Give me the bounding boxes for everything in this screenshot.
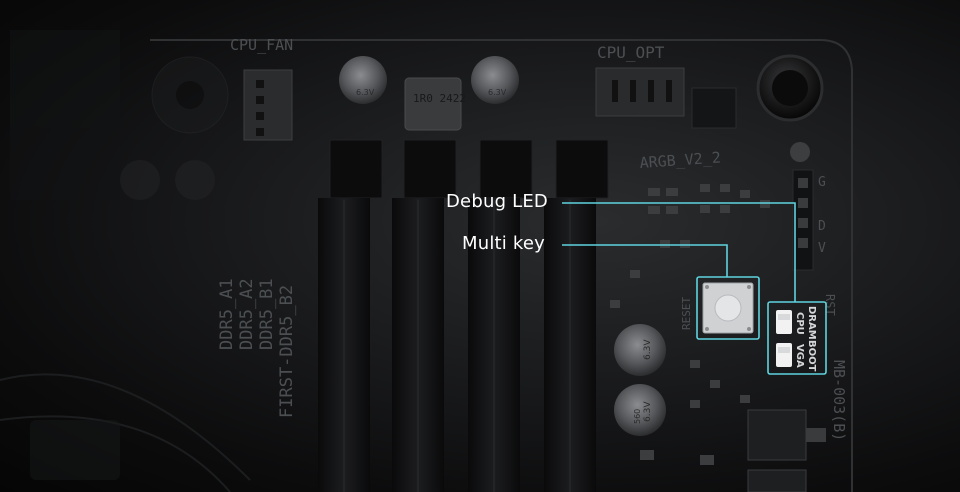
inductor-code: 1R0 2422 bbox=[413, 92, 466, 105]
cpu-opt-header: CPU_OPT bbox=[595, 43, 737, 129]
svg-text:RST: RST bbox=[823, 294, 837, 316]
svg-text:6.3V: 6.3V bbox=[643, 339, 653, 360]
dimm-b2-label: FIRST-DDR5_B2 bbox=[277, 285, 297, 418]
mounting-hole bbox=[756, 54, 824, 122]
dimm-latches bbox=[329, 139, 609, 199]
led-boot-label: BOOT bbox=[806, 340, 817, 372]
svg-text:6.3V: 6.3V bbox=[643, 401, 653, 422]
svg-text:V: V bbox=[818, 241, 826, 256]
pcb-edge bbox=[0, 39, 853, 492]
dimm-a2-label: DDR5_A2 bbox=[237, 278, 257, 350]
bottom-capacitors: 6.3V 6.3V 560 bbox=[614, 324, 666, 436]
right-pin-header: G D V RST bbox=[790, 142, 837, 316]
svg-text:6.3V: 6.3V bbox=[488, 88, 507, 97]
inductor: 1R0 2422 bbox=[404, 77, 466, 131]
led-vga-label: VGA bbox=[794, 344, 805, 368]
argb-label: ARGB_V2_2 bbox=[639, 148, 721, 172]
led-dram-label: DRAM bbox=[806, 306, 817, 340]
dimm-slots bbox=[318, 198, 596, 492]
debug-leds: CPU DRAM VGA BOOT bbox=[776, 306, 817, 372]
debug-led-highlight-box bbox=[767, 301, 827, 375]
cpu-opt-label: CPU_OPT bbox=[597, 43, 665, 62]
dimm-a1-label: DDR5_A1 bbox=[217, 278, 237, 350]
svg-text:6.3V: 6.3V bbox=[356, 88, 375, 97]
multi-key-leader-line bbox=[562, 244, 728, 277]
dimm-b1-label: DDR5_B1 bbox=[257, 278, 277, 350]
multi-key-button bbox=[702, 282, 754, 334]
led-cpu-label: CPU bbox=[794, 312, 805, 335]
debug-led-leader-line bbox=[562, 202, 796, 302]
reset-label: RESET bbox=[680, 297, 693, 330]
model-code: MB-003(B) bbox=[830, 360, 848, 441]
cpu-fan-header: CPU_FAN bbox=[230, 36, 293, 141]
multi-key-callout-label: Multi key bbox=[462, 233, 546, 254]
debug-led-callout-label: Debug LED bbox=[446, 191, 548, 212]
dimm-labels: DDR5_A1 DDR5_A2 DDR5_B1 FIRST-DDR5_B2 bbox=[217, 278, 297, 418]
left-components bbox=[10, 30, 229, 480]
callout-graphics bbox=[562, 202, 827, 375]
top-capacitors: 6.3V 6.3V bbox=[339, 56, 519, 104]
cpu-fan-label: CPU_FAN bbox=[230, 36, 293, 54]
svg-text:560: 560 bbox=[633, 409, 642, 424]
multi-key-highlight-box bbox=[696, 276, 760, 340]
mosfets bbox=[747, 409, 826, 492]
smd-components bbox=[610, 184, 770, 465]
svg-text:D: D bbox=[818, 219, 826, 234]
svg-text:G: G bbox=[818, 175, 826, 190]
